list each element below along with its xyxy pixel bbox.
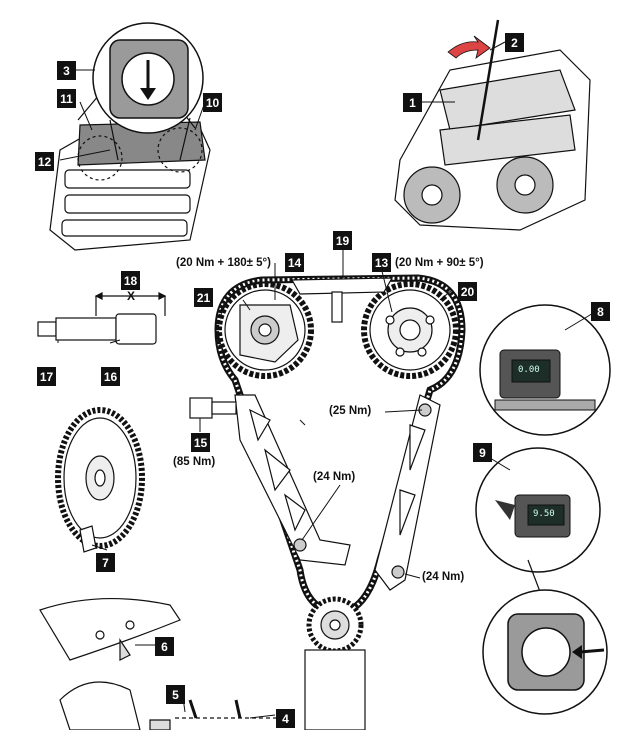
timing-chain xyxy=(214,274,466,616)
callout-21: 21 xyxy=(194,288,213,307)
callout-17: 17 xyxy=(37,367,56,386)
callout-5: 5 xyxy=(166,685,185,704)
callout-18: 18 xyxy=(121,271,140,290)
slot-detail-lower xyxy=(482,559,608,715)
camshaft-slot-detail xyxy=(92,22,204,161)
callout-20: 20 xyxy=(458,282,477,301)
callout-7: 7 xyxy=(96,553,115,572)
callout-14: 14 xyxy=(285,253,304,272)
callout-16: 16 xyxy=(101,367,120,386)
engine-bottom-left xyxy=(39,597,290,730)
intake-camshaft-sprocket xyxy=(216,281,314,379)
callout-4: 4 xyxy=(276,709,295,728)
gauge-reading-upper: 0.00 xyxy=(518,365,540,375)
callout-2: 2 xyxy=(505,33,524,52)
upper-chain-guide xyxy=(290,277,394,323)
callout-10: 10 xyxy=(203,93,222,112)
torque-label-exhaust-sprocket: (20 Nm + 90± 5°) xyxy=(395,257,484,269)
gauge-reading-lower: 9.50 xyxy=(533,509,555,519)
callout-1: 1 xyxy=(403,93,422,112)
callout-12: 12 xyxy=(35,152,54,171)
fixed-guide-right xyxy=(374,394,441,591)
dimension-label-x: X xyxy=(127,289,136,303)
flywheel xyxy=(55,407,145,553)
torque-label-left-guide: (24 Nm) xyxy=(313,471,356,483)
exhaust-camshaft-sprocket xyxy=(361,281,459,379)
tensioner-bolt-15 xyxy=(189,397,237,419)
torque-label-tensioner-bolt: (85 Nm) xyxy=(173,456,216,468)
callout-15: 15 xyxy=(191,433,210,452)
torque-label-right-guide: (24 Nm) xyxy=(422,571,465,583)
callout-13: 13 xyxy=(372,253,391,272)
engine-top-right xyxy=(394,19,591,231)
gauge-inset-lower xyxy=(475,447,601,573)
torque-label-intake-sprocket: (20 Nm + 180± 5°) xyxy=(176,257,271,269)
callout-11: 11 xyxy=(57,89,76,108)
gauge-inset-upper xyxy=(479,304,611,436)
crankshaft-sprocket xyxy=(304,596,366,730)
cylinder-head-left xyxy=(49,69,211,251)
callout-9: 9 xyxy=(473,443,492,462)
callout-3: 3 xyxy=(57,61,76,80)
torque-label-upper-pivot: (25 Nm) xyxy=(329,405,372,417)
callout-6: 6 xyxy=(155,637,174,656)
rotation-arrow xyxy=(447,35,491,59)
callout-19: 19 xyxy=(333,231,352,250)
tensioner-assembly xyxy=(37,292,167,345)
callout-8: 8 xyxy=(591,302,610,321)
tensioner-rail-left xyxy=(234,394,351,566)
